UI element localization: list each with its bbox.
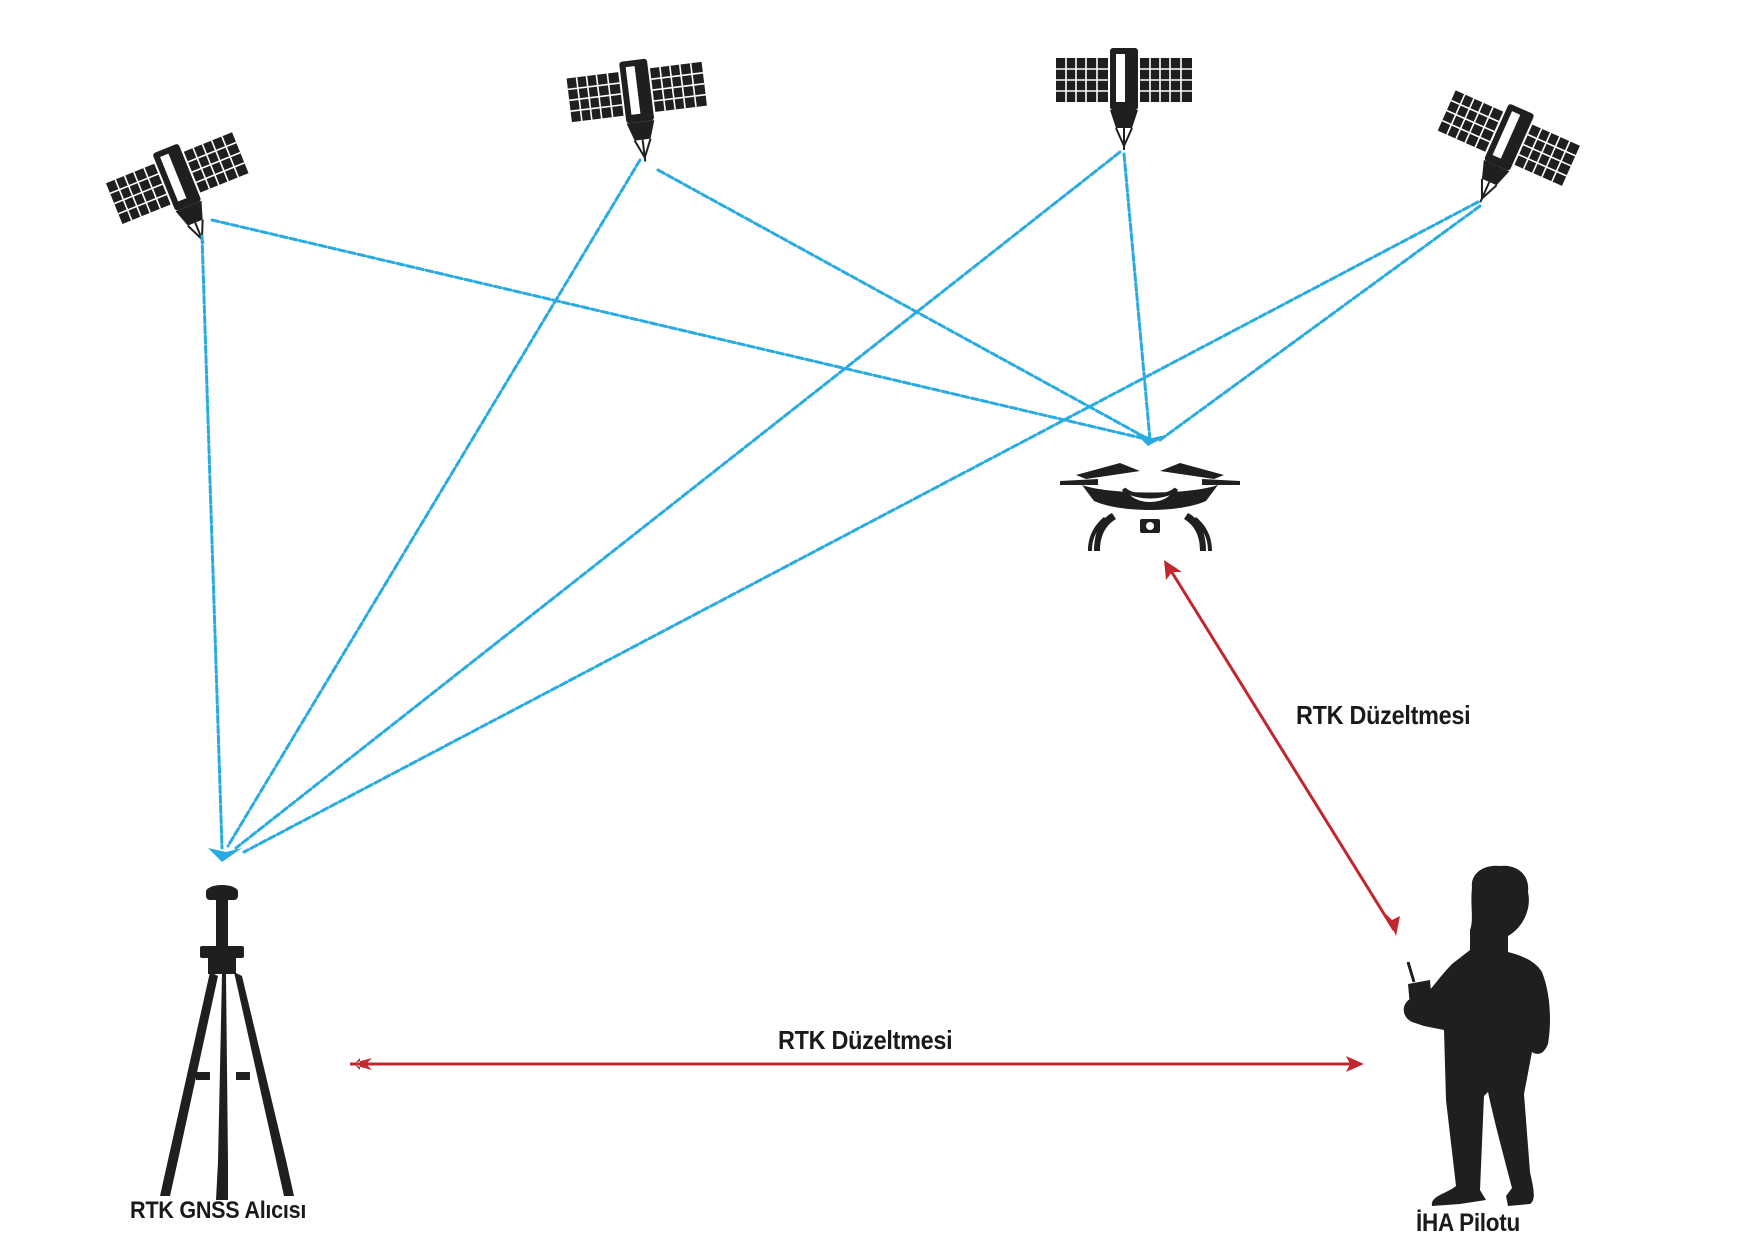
signal-ray (242, 200, 1480, 854)
satellite-2-icon (564, 50, 714, 171)
correction-label-horizontal: RTK Düzeltmesi (778, 1025, 953, 1055)
receiver-label: RTK GNSS Alıcısı (130, 1197, 307, 1224)
pilot-label: İHA Pilotu (1416, 1209, 1520, 1237)
signal-arrowhead (1134, 432, 1170, 446)
satellite-4-icon (1417, 80, 1585, 231)
correction-tail (1386, 914, 1400, 936)
signal-ray (656, 168, 1152, 442)
signal-ray (226, 158, 642, 848)
signal-ray (1122, 152, 1152, 442)
signal-arrowhead (208, 848, 242, 862)
pilot-with-remote-icon (1403, 865, 1550, 1206)
signal-ray (1158, 204, 1482, 442)
correction-arrowhead (1164, 560, 1182, 580)
satellite-1-icon (101, 122, 268, 270)
satellite-3-icon (1055, 47, 1193, 151)
rtk-correction-link-diagonal (1166, 565, 1396, 931)
signal-ray (200, 234, 224, 850)
drone-icon (1060, 463, 1240, 551)
correction-label-diagonal: RTK Düzeltmesi (1296, 700, 1471, 730)
correction-tail (350, 1058, 372, 1070)
signal-ray (234, 150, 1122, 850)
correction-arrowhead (1346, 1056, 1364, 1072)
signal-ray (210, 218, 1152, 442)
tripod-gnss-receiver-icon (160, 885, 294, 1200)
